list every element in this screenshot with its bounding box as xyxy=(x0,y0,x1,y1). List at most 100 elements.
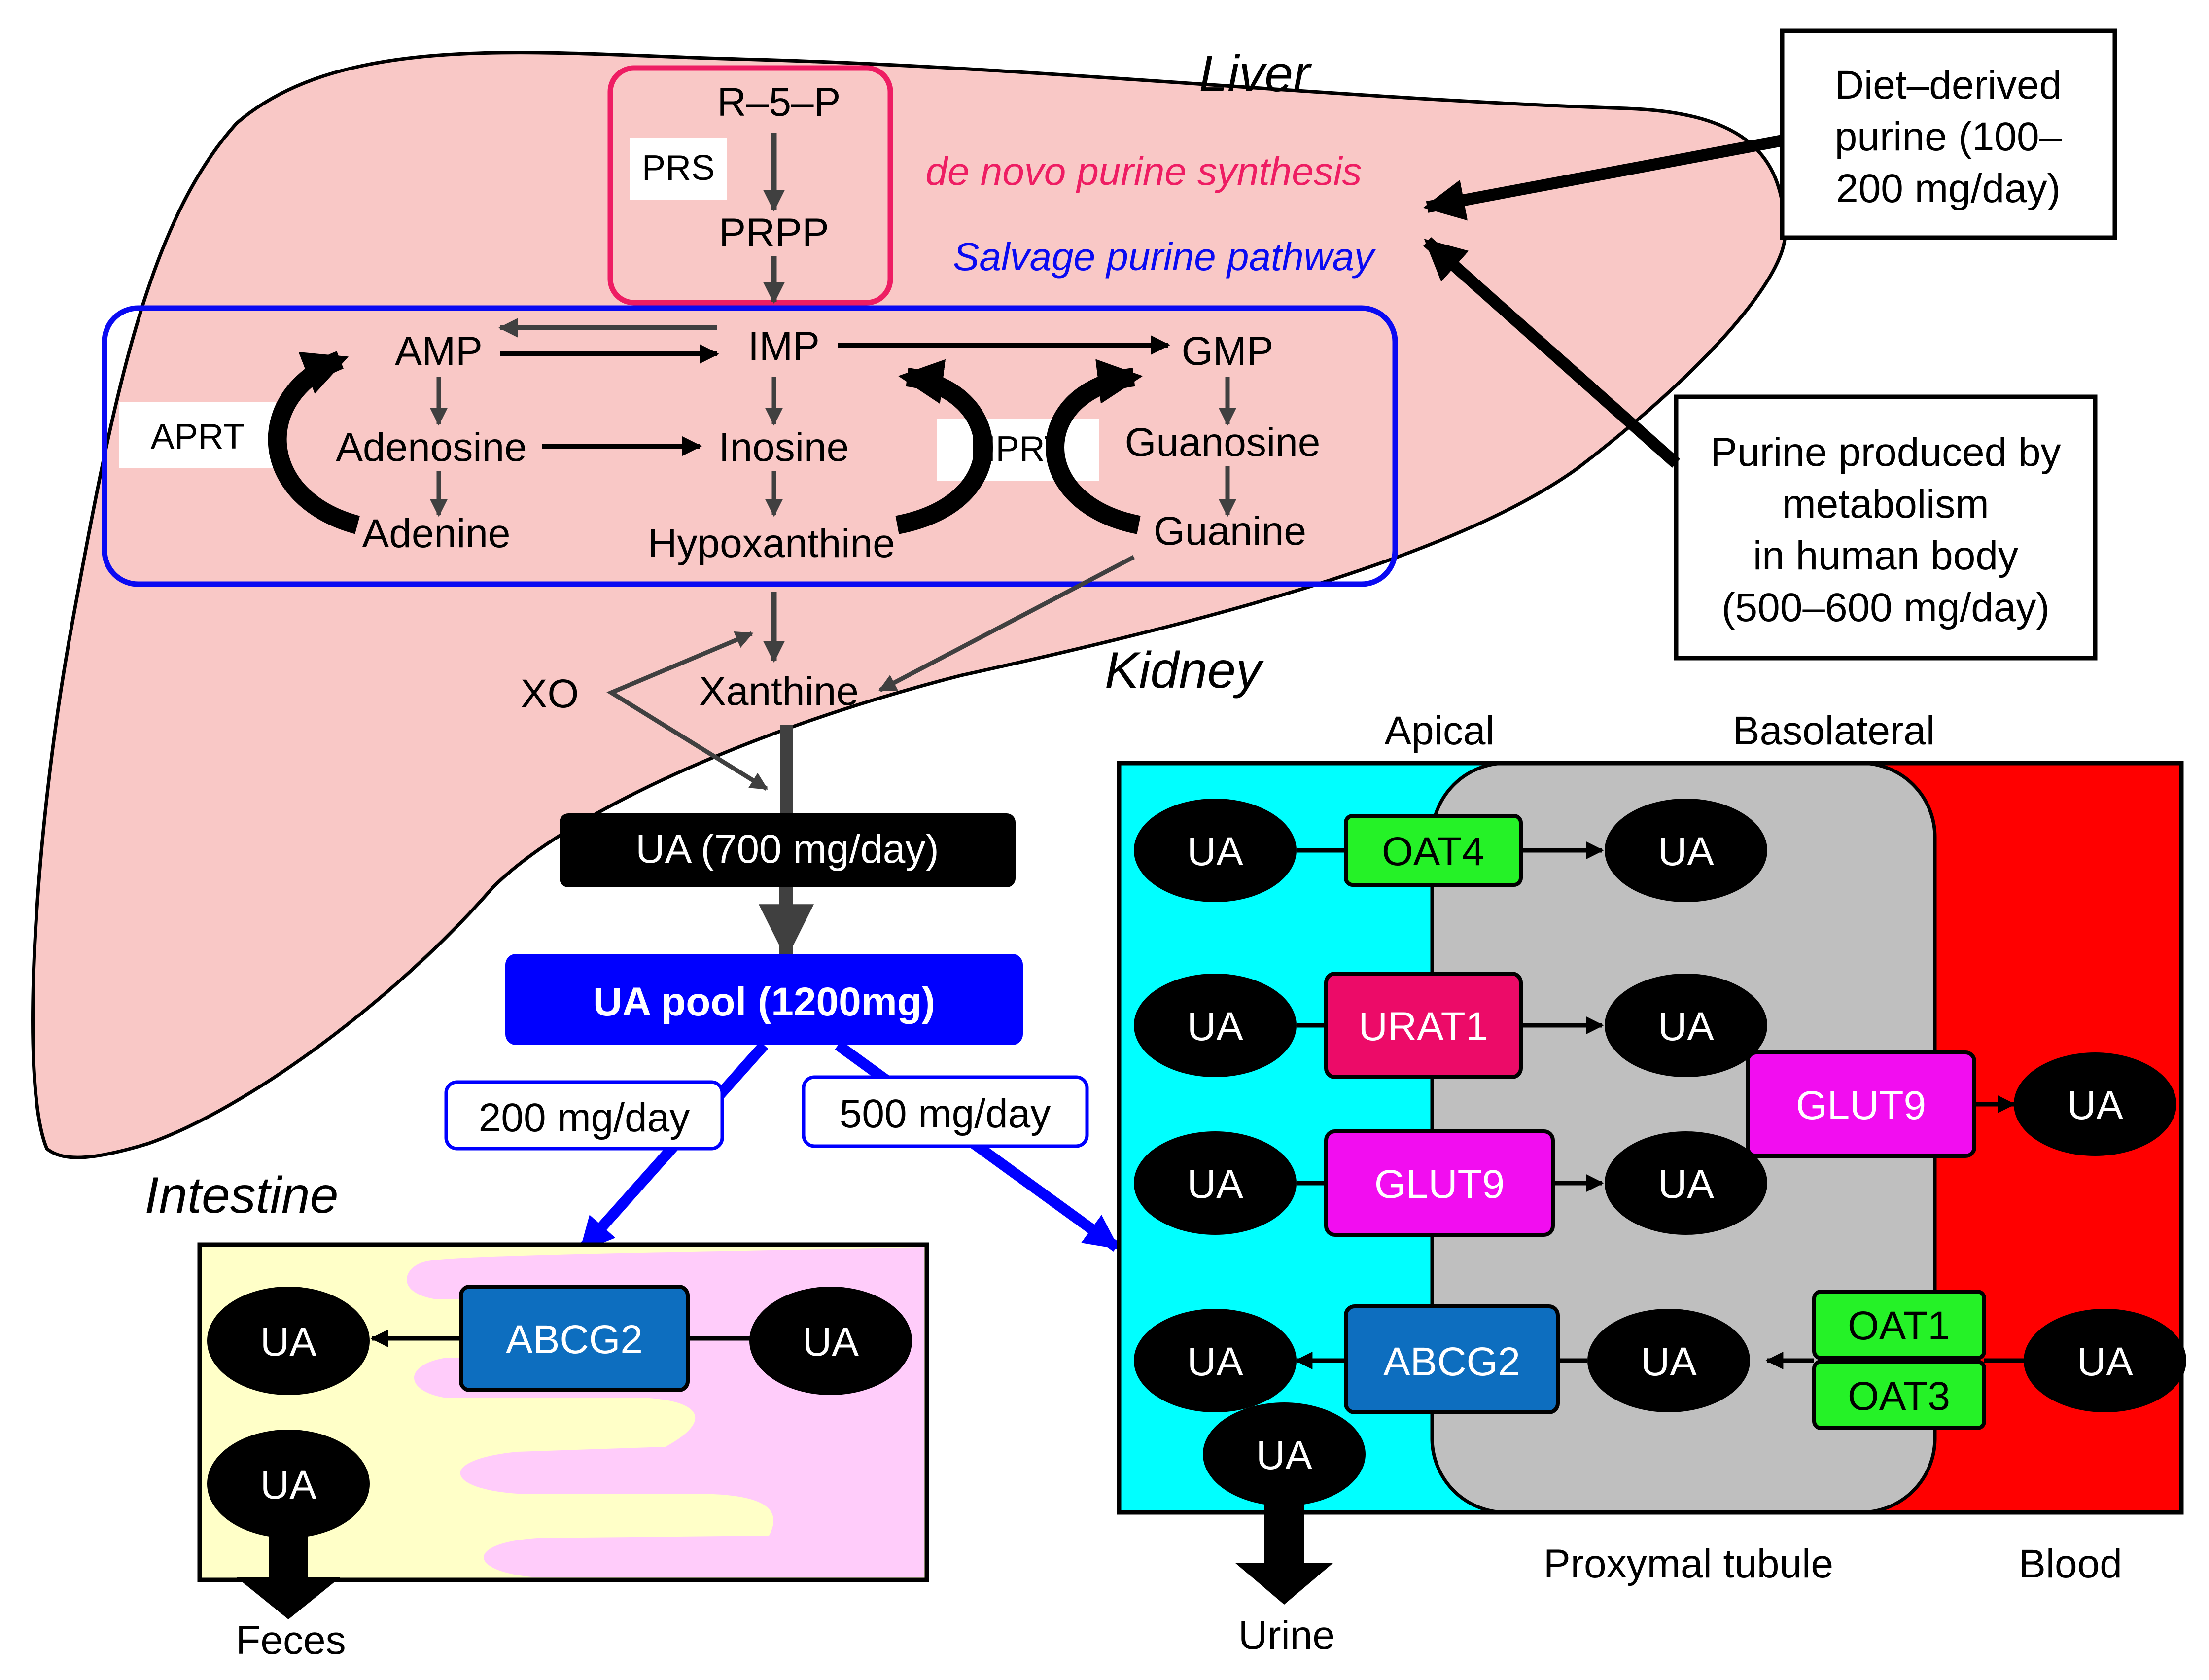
denovo-box xyxy=(607,65,893,306)
blood-label: Blood xyxy=(2019,1541,2122,1586)
intestine-ua-feces-label: UA xyxy=(260,1463,316,1507)
basolateral-label: Basolateral xyxy=(1733,708,1935,753)
guanine-to-xanthine-arrow xyxy=(878,555,1135,692)
amp-label: AMP xyxy=(395,329,483,374)
urine-label: Urine xyxy=(1238,1613,1335,1658)
ua-daily-label: UA (700 mg/day) xyxy=(635,827,939,872)
glut9-apical-transporter xyxy=(1324,1129,1555,1237)
kidney-ua-blood-1 xyxy=(2014,1052,2176,1156)
prs-box xyxy=(630,138,727,200)
kidney-ua-cell-2-label: UA xyxy=(1658,1004,1714,1049)
kidney-ua-lumen-1 xyxy=(1134,799,1297,902)
liver-label: Liver xyxy=(1199,45,1312,103)
body-line-2: metabolism xyxy=(1782,482,1989,526)
kidney-ua-lumen-2 xyxy=(1134,974,1297,1077)
prs-label: PRS xyxy=(642,148,715,188)
oat3-transporter xyxy=(1812,1360,1986,1430)
body-line-1: Purine produced by xyxy=(1710,430,2061,475)
intestine-ua-lumen-label: UA xyxy=(260,1320,316,1365)
intestine-ua-lumen xyxy=(207,1287,370,1395)
oat4-label: OAT4 xyxy=(1382,829,1484,874)
oat4-transporter xyxy=(1344,814,1523,887)
hypoxanthine-label: Hypoxanthine xyxy=(648,521,895,566)
diet-box xyxy=(1780,28,2117,240)
salvage-box xyxy=(102,305,1398,587)
urine-arrow xyxy=(1235,1499,1333,1605)
kidney-ua-lumen-3-label: UA xyxy=(1187,1162,1243,1207)
kidney-ua-cell-1-label: UA xyxy=(1658,829,1714,874)
kidney-ua-blood-1-label: UA xyxy=(2067,1083,2123,1128)
kidney-ua-blood-2-label: UA xyxy=(2077,1339,2133,1384)
hprt-hypoxanthine-curved-arrow xyxy=(895,359,993,534)
inosine-label: Inosine xyxy=(719,425,849,470)
kidney-ua-cell-3-label: UA xyxy=(1658,1162,1714,1207)
kidney-ua-urine xyxy=(1203,1402,1366,1506)
ua-pool-box xyxy=(505,954,1023,1045)
aprt-box xyxy=(119,402,276,468)
glut9-apical-label: GLUT9 xyxy=(1374,1162,1505,1207)
salvage-label: Salvage purine pathway xyxy=(953,235,1376,279)
ua-pool-label: UA pool (1200mg) xyxy=(593,980,935,1024)
guanosine-label: Guanosine xyxy=(1125,420,1321,465)
diet-line-3: 200 mg/day) xyxy=(1836,166,2061,211)
body-line-3: in human body xyxy=(1753,533,2018,578)
kidney-ua-lumen-4-label: UA xyxy=(1187,1339,1243,1384)
proximal-tubule-label: Proxymal tubule xyxy=(1543,1541,1833,1586)
feces-label: Feces xyxy=(236,1618,346,1663)
feces-arrow xyxy=(237,1533,340,1619)
abcg2-kidney-label: ABCG2 xyxy=(1383,1339,1520,1384)
aprt-curved-arrow xyxy=(268,351,360,534)
kidney-ua-cell-4-label: UA xyxy=(1641,1339,1697,1384)
hprt-box xyxy=(937,419,1099,481)
kidney-ua-lumen-2-label: UA xyxy=(1187,1004,1243,1049)
body-line-4: (500–600 mg/day) xyxy=(1721,585,2050,630)
oat3-label: OAT3 xyxy=(1848,1374,1950,1419)
denovo-label: de novo purine synthesis xyxy=(926,149,1362,193)
hprt-guanine-curved-arrow xyxy=(1046,359,1143,534)
intestine-ua-blood-label: UA xyxy=(803,1320,859,1365)
r5p-label: R–5–P xyxy=(717,80,841,125)
adenine-label: Adenine xyxy=(362,511,511,556)
body-purine-box xyxy=(1674,394,2098,661)
oat1-label: OAT1 xyxy=(1848,1303,1950,1348)
liver-shape xyxy=(31,51,1787,1159)
to-kidney-label: 500 mg/day xyxy=(840,1091,1051,1136)
intestine-ua-feces xyxy=(207,1430,370,1538)
to-intestine-label: 200 mg/day xyxy=(479,1095,690,1140)
kidney-label: Kidney xyxy=(1105,642,1264,699)
imp-label: IMP xyxy=(748,324,820,369)
urat1-label: URAT1 xyxy=(1359,1004,1488,1049)
to-kidney-box xyxy=(802,1075,1089,1148)
adenosine-label: Adenosine xyxy=(336,425,527,470)
intestine-abcg2-label: ABCG2 xyxy=(506,1317,643,1362)
diet-line-1: Diet–derived xyxy=(1835,63,2062,107)
kidney-ua-lumen-1-label: UA xyxy=(1187,829,1243,874)
kidney-ua-lumen-4 xyxy=(1134,1309,1297,1412)
kidney-ua-cell-2 xyxy=(1605,974,1767,1077)
oat1-transporter xyxy=(1812,1290,1986,1360)
prpp-label: PRPP xyxy=(719,210,829,255)
kidney-ua-cell-1 xyxy=(1605,799,1767,902)
kidney-ua-cell-3 xyxy=(1605,1131,1767,1235)
kidney-ua-blood-2 xyxy=(2024,1309,2186,1412)
to-intestine-box xyxy=(444,1080,724,1151)
apical-label: Apical xyxy=(1384,708,1494,753)
xo-label: XO xyxy=(521,671,579,716)
kidney-ua-urine-label: UA xyxy=(1256,1433,1312,1478)
kidney-ua-cell-4 xyxy=(1587,1309,1750,1412)
intestine-label: Intestine xyxy=(144,1167,338,1224)
ua-daily-box xyxy=(560,813,1016,887)
kidney-box xyxy=(1117,761,2184,1515)
kidney-ua-lumen-3 xyxy=(1134,1131,1297,1235)
diet-to-liver-arrow xyxy=(1423,135,1784,221)
glut9-basolateral-label: GLUT9 xyxy=(1796,1083,1926,1128)
xanthine-label: Xanthine xyxy=(699,669,859,714)
guanine-label: Guanine xyxy=(1154,509,1306,554)
gmp-label: GMP xyxy=(1182,329,1274,374)
urat1-transporter xyxy=(1324,972,1523,1079)
xo-arrows xyxy=(606,631,769,791)
abcg2-kidney-transporter xyxy=(1344,1304,1560,1414)
intestine-ua-blood xyxy=(749,1287,912,1395)
